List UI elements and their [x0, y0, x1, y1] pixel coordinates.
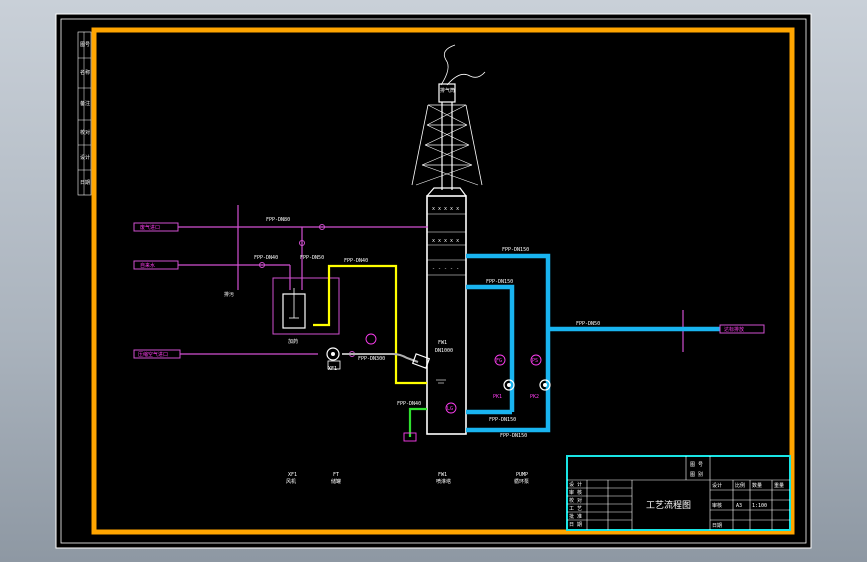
blower-duct: [342, 353, 419, 363]
pump-2: [539, 379, 551, 391]
outlet-tag: [719, 324, 765, 334]
inlet-3-label: 压缩空气进口: [138, 351, 168, 358]
side-strip: 图号 名称 备注 校对 设计 日期: [77, 31, 92, 196]
inlet-2-label: 自来水: [140, 262, 155, 269]
pipe-label-top: FPP-DN80: [266, 217, 290, 223]
tb-cell: A3: [736, 503, 742, 509]
side-strip-cell: 名称: [80, 69, 90, 76]
side-strip-cell: 日期: [80, 180, 90, 186]
tb-left-cell: 审 核: [569, 489, 582, 496]
legend-item-desc: 储罐: [331, 478, 341, 485]
outlet-label: 达标排放: [724, 326, 744, 333]
tag-xf1: XF1: [328, 366, 337, 372]
tb-left-cell: 工 艺: [569, 506, 582, 512]
stack-label: 排气筒: [440, 87, 455, 94]
packing-mark: x x x x x: [432, 238, 459, 244]
legend-item: FT: [333, 472, 339, 478]
instrument-fg: [494, 354, 506, 366]
pipe-label-second: FPP-DN40: [254, 255, 278, 261]
legend-item: PUMP: [516, 472, 528, 478]
tb-header-cell: 图 号: [690, 462, 703, 468]
tb-left-cell: 批 准: [569, 513, 582, 520]
tank-name: 加药: [288, 338, 298, 345]
dosing-tank: 加药: [272, 277, 340, 345]
tb-left-cell: 校 对: [569, 497, 582, 504]
pipe-label-outlet: FPP-DN50: [576, 321, 600, 327]
legend-item-desc: 喷淋塔: [436, 478, 451, 485]
tower-label: FW1: [438, 340, 447, 346]
drain-valve: [403, 432, 417, 442]
instrument-ps: [530, 354, 542, 366]
pipe-label-blower: FPP-DN300: [358, 356, 385, 362]
tb-cell: 设计: [712, 482, 722, 489]
sheet-inner-border: [60, 18, 807, 544]
inlet-1-label: 废气进口: [140, 224, 160, 231]
side-strip-cell: 备注: [80, 100, 90, 107]
tb-header-cell: 图 别: [690, 471, 703, 478]
tag-pk1: PK1: [493, 394, 502, 400]
title-block: 设 计 审 核 校 对 工 艺 批 准 日 期 图 号 图 别 设计 比例 数量…: [566, 455, 791, 531]
tag-ps: PS: [532, 358, 538, 364]
legend: XF1 风机 FT 储罐 FW1 喷淋塔 PUMP 循环泵: [286, 472, 529, 485]
pipe-label-blue-mid: FPP-DN150: [486, 279, 513, 285]
frame-border: [91, 27, 795, 535]
tb-cell: 审核: [712, 502, 722, 509]
side-strip-cell: 图号: [80, 42, 90, 48]
legend-item-desc: 风机: [286, 478, 296, 485]
exhaust-stack: 排气筒: [411, 44, 486, 190]
drain-pipe: [408, 407, 427, 437]
instrument-tag: [365, 333, 377, 345]
pump-1: [503, 379, 515, 391]
tower-size: DN1000: [435, 348, 453, 354]
inlet-tags: 废气进口 自来水 压缩空气进口: [133, 222, 181, 359]
legend-item-desc: 循环泵: [514, 478, 529, 485]
valve-icon: [319, 224, 325, 230]
valve-icon: [259, 262, 265, 268]
tb-cell: 重量: [774, 482, 784, 489]
tb-cell: 日期: [712, 523, 722, 529]
scrubber-tower: x x x x x x x x x x - - - - - FW1 DN1000: [426, 187, 467, 435]
drain-label: 排污: [224, 291, 234, 298]
packing-mark: - - - - -: [432, 266, 459, 272]
tag-pk2: PK2: [530, 394, 539, 400]
legend-item: FW1: [438, 472, 447, 478]
drawing-sheet: [55, 13, 812, 549]
chemical-pipe: [313, 264, 427, 385]
pipe-label-blue-top: FPP-DN150: [502, 247, 529, 253]
pipe-label-yellow: FPP-DN40: [344, 258, 368, 264]
side-strip-cell: 校对: [80, 129, 90, 136]
packing-mark: x x x x x: [432, 206, 459, 212]
tb-cell: 数量: [752, 482, 762, 489]
pipe-label-branch: FPP-DN50: [300, 255, 324, 261]
instrument-lg: [445, 402, 457, 414]
tag-fg: FG: [496, 358, 502, 364]
tb-left-cell: 日 期: [569, 522, 582, 528]
blower-fan: [326, 347, 341, 370]
tb-cell: 比例: [735, 482, 745, 489]
water-pipes: [466, 253, 720, 433]
tb-left-cell: 设 计: [569, 481, 582, 488]
pipe-label-pump-out: FPP-DN150: [489, 417, 516, 423]
pipe-label-return: FPP-DN150: [500, 433, 527, 439]
side-strip-cell: 设计: [80, 154, 90, 161]
damper: [411, 353, 431, 369]
tb-cell: 1:100: [752, 503, 767, 509]
legend-item: XF1: [288, 472, 297, 478]
valve-icon: [299, 240, 305, 246]
pipe-label-green: FPP-DN40: [397, 401, 421, 407]
tag-lg: LG: [447, 406, 453, 412]
drawing-title: 工艺流程图: [646, 499, 691, 511]
